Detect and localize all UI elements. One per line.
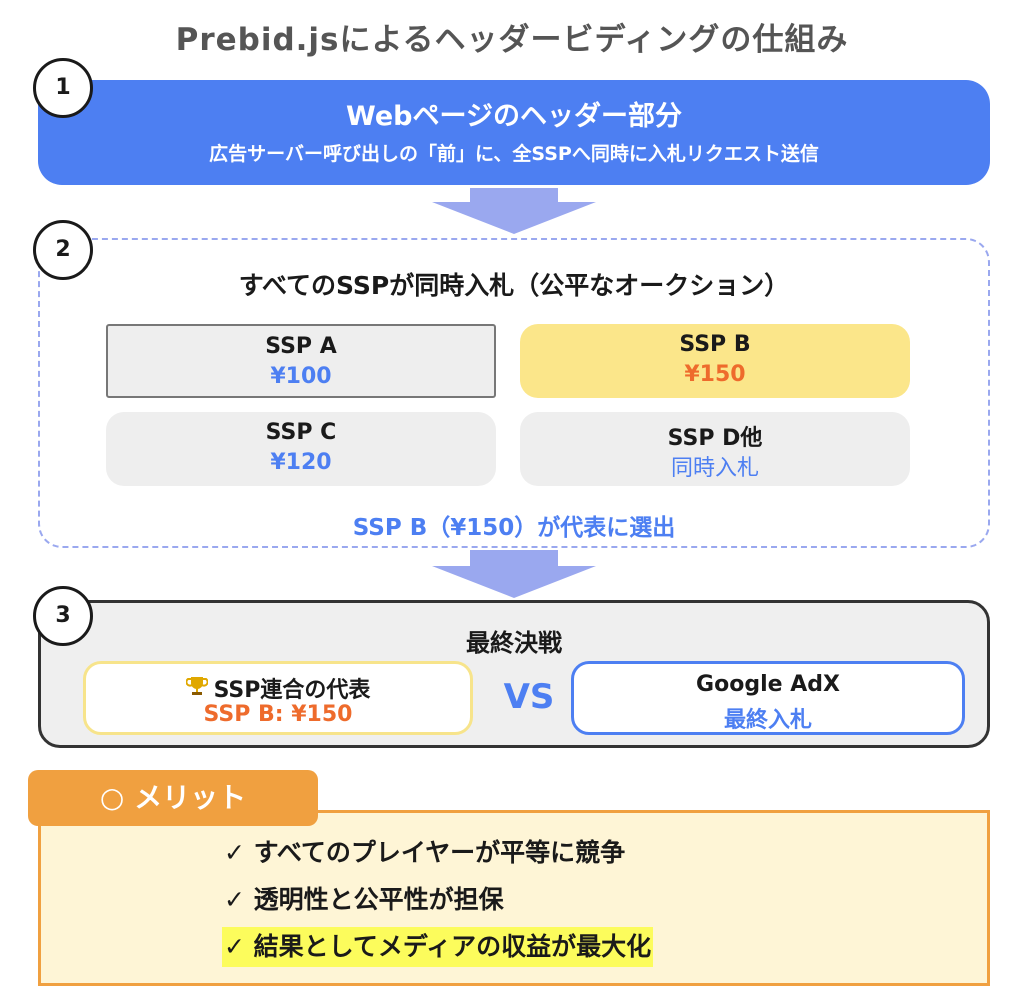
alliance-card: SSP連合の代表 SSP B: ¥150 <box>83 661 473 735</box>
down-arrow-icon <box>432 188 596 234</box>
final-section: 最終決戦 SSP連合の代表 SSP B: ¥150 VS Google AdX … <box>38 600 990 748</box>
ssp-card-b: SSP B ¥150 <box>520 324 910 398</box>
down-arrow-icon <box>432 550 596 598</box>
merit-heading: ○ メリット <box>28 770 318 826</box>
alliance-label: SSP連合の代表 <box>213 678 371 703</box>
ssp-card-d: SSP D他 同時入札 <box>520 412 910 486</box>
ssp-bid: ¥120 <box>270 450 332 475</box>
header-title: Webページのヘッダー部分 <box>346 101 682 132</box>
ssp-name: SSP D他 <box>667 426 763 451</box>
step-number-3: 3 <box>33 586 93 646</box>
header-subtitle: 広告サーバー呼び出しの「前」に、全SSPへ同時に入札リクエスト送信 <box>209 143 819 165</box>
step-number-1: 1 <box>33 58 93 118</box>
ssp-bid: ¥100 <box>270 364 332 389</box>
final-title: 最終決戦 <box>466 629 562 657</box>
trophy-icon <box>185 675 209 703</box>
merit-list: ✓ すべてのプレイヤーが平等に競争 ✓ 透明性と公平性が担保 ✓ 結果としてメデ… <box>222 833 654 974</box>
step-number-2: 2 <box>33 220 93 280</box>
auction-title: すべてのSSPが同時入札（公平なオークション） <box>238 271 790 300</box>
merit-item-highlighted: ✓ 結果としてメディアの収益が最大化 <box>222 927 654 974</box>
ssp-card-a: SSP A ¥100 <box>106 324 496 398</box>
ssp-name: SSP A <box>265 334 337 359</box>
ssp-name: SSP C <box>265 420 337 445</box>
alliance-label-row: SSP連合の代表 <box>86 672 470 704</box>
ssp-bid: ¥150 <box>684 362 746 387</box>
page-title: Prebid.jsによるヘッダービディングの仕組み <box>175 22 849 58</box>
alliance-bid: SSP B: ¥150 <box>203 702 353 727</box>
ssp-bid: 同時入札 <box>670 456 759 481</box>
adx-card: Google AdX 最終入札 <box>571 661 965 735</box>
header-section: Webページのヘッダー部分 広告サーバー呼び出しの「前」に、全SSPへ同時に入札… <box>38 80 990 185</box>
vs-label: VS <box>503 677 555 717</box>
auction-section: すべてのSSPが同時入札（公平なオークション） SSP A ¥100 SSP B… <box>38 238 990 548</box>
ssp-name: SSP B <box>679 332 751 357</box>
adx-label: Google AdX <box>696 672 840 697</box>
auction-winner: SSP B（¥150）が代表に選出 <box>352 515 676 541</box>
adx-bid: 最終入札 <box>723 708 812 733</box>
ssp-card-c: SSP C ¥120 <box>106 412 496 486</box>
merit-item: ✓ すべてのプレイヤーが平等に競争 <box>224 838 626 867</box>
merit-item: ✓ 透明性と公平性が担保 <box>224 885 504 914</box>
